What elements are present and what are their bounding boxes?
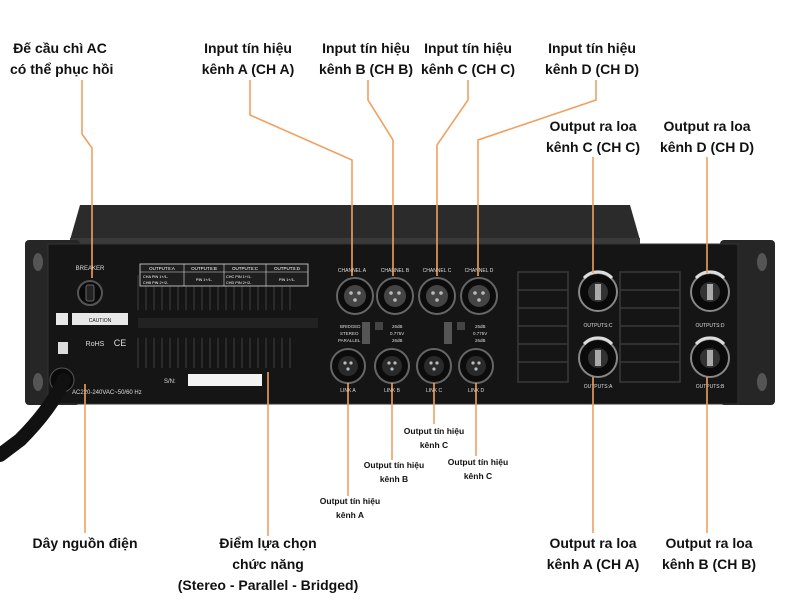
serial-label: S/N: [164, 379, 176, 385]
callout-line: kênh B (CH B) [661, 556, 757, 572]
callout-mode-select: Điểm lựa chọn chức năng (Stereo - Parall… [170, 533, 366, 596]
callout-line: Dây nguồn điện [32, 535, 138, 551]
table-cell: PIN 1+/1- [196, 278, 213, 282]
callout-line: Input tín hiệu [424, 40, 512, 56]
gain-label: 26dB [475, 324, 486, 329]
speakon-output-b [690, 336, 730, 378]
callout-output-b: Output ra loa kênh B (CH B) [656, 533, 762, 575]
callout-line: Output ra loa [663, 118, 751, 134]
mode-label: STEREO [340, 331, 359, 336]
table-header: OUTPUTS:A [149, 266, 175, 271]
table-header: OUTPUTS:D [274, 266, 301, 271]
xlr-link-c [416, 348, 452, 384]
callout-input-c: Input tín hiệu kênh C (CH C) [416, 38, 520, 80]
callout-line: Output tín hiệu [363, 460, 425, 470]
mode-label: PARALLEL [338, 338, 361, 343]
speakon-output-d [690, 270, 730, 312]
callout-line: chức năng [232, 556, 304, 572]
callout-line: kênh B (CH B) [318, 61, 414, 77]
mode-label: BRIDGED [340, 324, 361, 329]
callout-link-b: Output tín hiệu kênh B [356, 458, 432, 486]
callout-line: có thể phục hồi [10, 61, 114, 77]
callout-input-b: Input tín hiệu kênh B (CH B) [314, 38, 418, 80]
power-cord-icon [0, 373, 71, 462]
callout-line: kênh C (CH C) [420, 61, 516, 77]
table-header: OUTPUTS:C [232, 266, 259, 271]
table-cell: CHC PIN 1+/1- [226, 275, 252, 279]
table-cell: CHB PIN 2+/2- [143, 281, 169, 285]
breaker-text: BREAKER [76, 266, 105, 272]
callout-input-d: Input tín hiệu kênh D (CH D) [540, 38, 644, 80]
ce-mark: CE [114, 338, 127, 348]
leader-input-a [249, 80, 353, 276]
callout-line: kênh D (CH D) [659, 139, 755, 155]
serial-sticker [188, 374, 262, 386]
callout-line: kênh A (CH A) [546, 556, 640, 572]
callout-output-d: Output ra loa kênh D (CH D) [654, 116, 760, 158]
callout-line: kênh C (CH C) [545, 139, 641, 155]
callout-line: kênh D (CH D) [544, 61, 640, 77]
callout-line: Output tín hiệu [319, 496, 381, 506]
callout-line: kênh C [419, 440, 449, 450]
callout-line: (Stereo - Parallel - Bridged) [177, 577, 359, 593]
table-cell: CHA PIN 1+/1- [143, 275, 169, 279]
callout-line: Output ra loa [549, 535, 637, 551]
gain-label: 26dB [475, 338, 486, 343]
speakon-output-c [578, 270, 618, 312]
callout-line: Điểm lựa chọn [219, 535, 317, 551]
gain-label: 0.775V [473, 331, 487, 336]
leader-input-b [367, 80, 394, 276]
callout-output-a: Output ra loa kênh A (CH A) [540, 533, 646, 575]
gain-label: 26dB [392, 324, 403, 329]
leader-input-d [477, 80, 597, 276]
leader-breaker [81, 80, 93, 278]
callout-link-a: Output tín hiệu kênh A [312, 494, 388, 522]
xlr-input-a [336, 277, 374, 315]
callout-line: Output ra loa [549, 118, 637, 134]
mode-switch-ab [362, 322, 370, 344]
xlr-input-c [418, 277, 456, 315]
callout-line: Input tín hiệu [548, 40, 636, 56]
callout-line: kênh C [463, 471, 493, 481]
output-label: OUTPUTS:A [584, 384, 613, 390]
vent-right [517, 271, 681, 383]
callout-line: Output tín hiệu [403, 426, 465, 436]
chassis-top [70, 205, 640, 240]
voltage-text: AC220-240VAC~50/60 Hz [72, 390, 142, 396]
callout-line: Output ra loa [665, 535, 753, 551]
leader-input-c [436, 80, 469, 276]
callout-output-c: Output ra loa kênh C (CH C) [540, 116, 646, 158]
table-cell: PIN 1+/1- [279, 278, 296, 282]
table-cell: CHD PIN 2+/2- [226, 281, 252, 285]
channel-label: CHANNEL B [381, 268, 410, 274]
gain-label: 0.775V [390, 331, 404, 336]
callout-breaker: Đế cầu chì AC có thể phục hồi [10, 38, 114, 80]
rohs-mark: RoHS [86, 341, 105, 348]
callout-line: kênh B [379, 474, 409, 484]
xlr-input-b [376, 277, 414, 315]
table-header: OUTPUTS:B [191, 266, 217, 271]
channel-label: CHANNEL D [465, 268, 494, 274]
callout-input-a: Input tín hiệu kênh A (CH A) [196, 38, 300, 80]
gain-label: 26dB [392, 338, 403, 343]
xlr-input-d [460, 277, 498, 315]
callout-line: kênh A [335, 510, 365, 520]
callout-link-c: Output tín hiệu kênh C [396, 424, 472, 452]
speakon-output-a [578, 336, 618, 378]
callout-line: Input tín hiệu [204, 40, 292, 56]
output-label: OUTPUTS:C [584, 323, 613, 329]
callout-power-cord: Dây nguồn điện [26, 533, 144, 554]
callout-line: Output tín hiệu [447, 457, 509, 467]
callout-link-d: Output tín hiệu kênh C [440, 455, 516, 483]
mode-switch-cd [444, 322, 452, 344]
caution-text: CAUTION [89, 318, 112, 324]
callout-line: Đế cầu chì AC [13, 40, 107, 56]
output-label: OUTPUTS:B [696, 384, 725, 390]
callout-line: Input tín hiệu [322, 40, 410, 56]
xlr-link-b [374, 348, 410, 384]
callout-line: kênh A (CH A) [201, 61, 295, 77]
output-label: OUTPUTS:D [696, 323, 725, 329]
